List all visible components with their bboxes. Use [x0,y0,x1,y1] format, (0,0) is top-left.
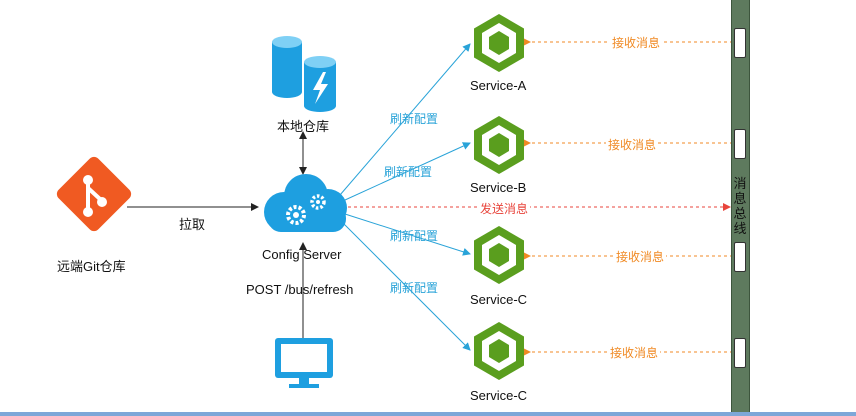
refresh-config-label: 刷新配置 [390,112,439,126]
receive-message-label: 接收消息 [614,248,667,265]
bus-port [734,242,746,272]
message-bus-label: 消息总线 [733,176,747,236]
refresh-arrow-b [344,142,471,201]
monitor-icon [275,338,333,388]
local-repo-label: 本地仓库 [277,119,330,134]
remote-repo-label: 远端Git仓库 [57,259,126,274]
config-server-label: Config Server [262,247,342,262]
database-icon [272,36,336,112]
service-c1-icon [474,226,524,284]
bus-port [734,129,746,159]
git-icon [56,156,132,232]
service-b-label: Service-B [470,180,527,195]
cloud-gears-icon [264,174,347,232]
refresh-config-label: 刷新配置 [390,281,439,295]
service-c2-label: Service-C [470,388,528,403]
receive-message-label: 接收消息 [606,136,659,153]
post-refresh-label: POST /bus/refresh [246,282,354,297]
service-c2-icon [474,322,524,380]
refresh-arrow-a [339,43,471,196]
receive-message-label: 接收消息 [608,344,661,361]
bus-port [734,338,746,368]
bus-port [734,28,746,58]
refresh-arrow-c1 [344,213,471,256]
refresh-config-label: 刷新配置 [390,229,439,243]
pull-label: 拉取 [179,217,206,232]
send-message-label: 发送消息 [478,200,531,217]
message-bus [731,0,750,416]
service-c1-label: Service-C [470,292,528,307]
bottom-border [0,412,856,416]
refresh-arrow-c2 [339,219,471,351]
service-a-label: Service-A [470,78,527,93]
service-b-icon [474,116,524,174]
refresh-config-label: 刷新配置 [384,165,433,179]
receive-message-label: 接收消息 [610,34,663,51]
service-a-icon [474,14,524,72]
